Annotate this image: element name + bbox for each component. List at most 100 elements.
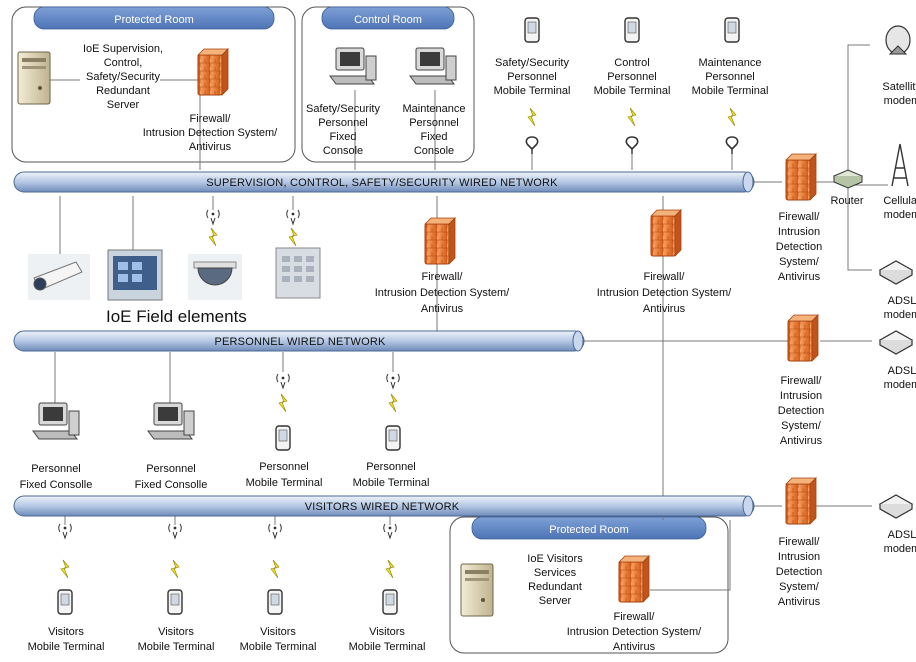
personnel-dev-1-line-1: Personnel — [31, 463, 81, 475]
mobile-top-2-line-3: Mobile Terminal — [594, 85, 671, 97]
visitor-dev-1-line-2: Mobile Terminal — [28, 641, 105, 653]
wireless-bolt-icon — [627, 107, 637, 127]
adsl-modem-icon — [879, 494, 913, 519]
firewall-top-room-label: Firewall/ Intrusion Detection System/ An… — [143, 113, 278, 153]
fw-mid1-line-2: Intrusion Detection System/ — [375, 287, 510, 299]
fw-right2-line-1: Firewall/ — [781, 375, 823, 387]
fw-right2-line-3: Detection — [778, 405, 824, 417]
mobile-top-2-line-1: Control — [614, 57, 649, 69]
console-safety-line-3: Fixed — [330, 131, 357, 143]
modem-satellite-line-1: Satellite — [882, 81, 916, 93]
mobile-top-1-line-1: Safety/Security — [495, 57, 569, 69]
mobile-phone-icon — [382, 589, 398, 615]
server-bottom-line-4: Server — [539, 595, 572, 607]
antenna-icon — [276, 373, 290, 389]
modem-adsl-3-line-2: modem — [884, 543, 916, 555]
control-room-title: Control Room — [354, 14, 422, 26]
console-maint-line-1: Maintenance — [403, 103, 466, 115]
fw-right1-line-4: System/ — [779, 256, 820, 268]
modem-adsl-1-line-2: modem — [884, 309, 916, 321]
server-top-line-5: Server — [107, 99, 140, 111]
console-safety-line-2: Personnel — [318, 117, 368, 129]
firewall-icon — [424, 217, 456, 265]
modem-adsl-1-line-1: ADSL — [888, 295, 916, 307]
dome-camera-icon — [188, 254, 242, 300]
antenna-icon — [168, 523, 182, 539]
mobile-phone-icon — [267, 589, 283, 615]
desktop-pc-icon — [32, 402, 80, 440]
fw-right3-line-4: System/ — [779, 581, 820, 593]
control-panel-icon — [107, 249, 163, 301]
field-elements-label: IoE Field elements — [106, 307, 247, 326]
mobile-top-3-line-2: Personnel — [705, 71, 755, 83]
visitor-dev-3-line-2: Mobile Terminal — [240, 641, 317, 653]
fw-right2-line-2: Intrusion — [780, 390, 822, 402]
server-top-line-1: IoE Supervision, — [83, 43, 163, 55]
adsl-modem-icon — [879, 330, 913, 355]
wireless-bolt-icon — [385, 559, 395, 579]
protected-room-top-title: Protected Room — [114, 14, 193, 26]
camera-icon — [28, 254, 90, 300]
visitors-bus-label: VISITORS WIRED NETWORK — [305, 501, 460, 513]
visitor-dev-3-line-1: Visitors — [260, 626, 296, 638]
mobile-top-3-line-3: Mobile Terminal — [692, 85, 769, 97]
fw-right2-line-5: Antivirus — [780, 435, 823, 447]
server-bottom-line-1: IoE Visitors — [527, 553, 583, 565]
fw-right3-line-2: Intrusion — [778, 551, 820, 563]
wireless-bolt-icon — [288, 227, 298, 247]
fw-right1-line-5: Antivirus — [778, 271, 821, 283]
mobile-phone-icon — [275, 425, 291, 451]
wireless-bolt-icon — [270, 559, 280, 579]
mobile-top-labels: Safety/Security Personnel Mobile Termina… — [494, 57, 769, 97]
mobile-top-2-line-2: Personnel — [607, 71, 657, 83]
visitor-dev-1-line-1: Visitors — [48, 626, 84, 638]
mobile-top-1-line-2: Personnel — [507, 71, 557, 83]
desktop-pc-icon — [147, 402, 195, 440]
fw-bottom-room-line-1: Firewall/ — [614, 611, 656, 623]
router-label: Router — [830, 195, 863, 207]
fw-right2-line-4: System/ — [781, 420, 822, 432]
mobile-phone-icon — [57, 589, 73, 615]
antenna-icon — [383, 523, 397, 539]
modem-adsl-2-line-2: modem — [884, 379, 916, 391]
console-safety-label: Safety/Security Personnel Fixed Console — [306, 103, 380, 157]
fw-mid1-line-1: Firewall/ — [422, 271, 464, 283]
fw-right1-line-2: Intrusion — [778, 226, 820, 238]
firewall-icon — [785, 477, 817, 525]
antenna-icon — [286, 209, 300, 225]
protected-room-bottom-title: Protected Room — [549, 524, 628, 536]
router-icon — [832, 169, 864, 189]
wireless-bolt-icon — [60, 559, 70, 579]
server-top-line-2: Control, — [104, 57, 143, 69]
personnel-dev-3-line-2: Mobile Terminal — [246, 477, 323, 489]
server-top-line-4: Redundant — [96, 85, 150, 97]
fw-top-room-line-1: Firewall/ — [190, 113, 232, 125]
server-top-label: IoE Supervision, Control, Safety/Securit… — [83, 43, 163, 111]
mobile-phone-icon — [624, 17, 640, 43]
server-bottom-label: IoE Visitors Services Redundant Server — [527, 553, 583, 607]
server-icon — [17, 51, 51, 105]
firewall-mid1-label: Firewall/ Intrusion Detection System/ An… — [375, 271, 510, 315]
satellite-dish-icon — [885, 25, 911, 55]
personnel-dev-4-line-1: Personnel — [366, 461, 416, 473]
supervision-bus-label: SUPERVISION, CONTROL, SAFETY/SECURITY WI… — [206, 177, 558, 189]
protected-room-top: Protected Room — [11, 6, 296, 163]
server-top-line-3: Safety/Security — [86, 71, 160, 83]
personnel-dev-2-line-2: Fixed Consolle — [135, 479, 208, 491]
firewall-right-1-label: Firewall/ Intrusion Detection System/ An… — [776, 211, 822, 283]
wireless-bolt-icon — [388, 393, 398, 413]
firewall-icon — [618, 555, 650, 603]
antenna-icon — [58, 523, 72, 539]
fw-right1-line-3: Detection — [776, 241, 822, 253]
firewall-icon — [785, 153, 817, 201]
console-safety-line-1: Safety/Security — [306, 103, 380, 115]
protected-room-bottom: Protected Room — [449, 516, 729, 654]
fw-right3-line-3: Detection — [776, 566, 822, 578]
console-safety-line-4: Console — [323, 145, 363, 157]
personnel-bus-label: PERSONNEL WIRED NETWORK — [214, 336, 386, 348]
mobile-phone-icon — [724, 17, 740, 43]
fw-mid2-line-1: Firewall/ — [644, 271, 686, 283]
modem-cellular-line-2: modem — [884, 209, 916, 221]
